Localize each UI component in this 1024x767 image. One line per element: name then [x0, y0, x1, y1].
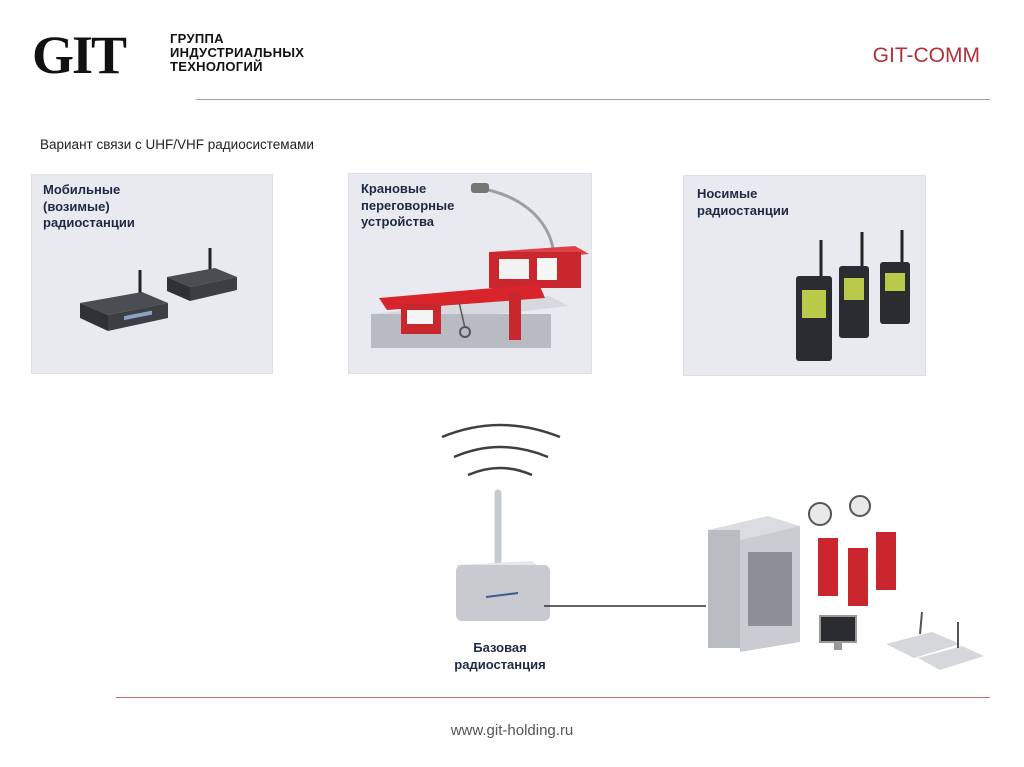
crane-label-line-1: Крановые [361, 181, 427, 196]
dispatch-equipment-illustration [708, 495, 984, 670]
server-rack-icon [708, 516, 800, 652]
logo-line-3: ТЕХНОЛОГИЙ [170, 59, 263, 74]
portable-radios-label: Носимые радиостанции [697, 186, 789, 219]
mobile-radio-icon [80, 270, 168, 331]
company-logo: GIT ГРУППА ИНДУСТРИАЛЬНЫХ ТЕХНОЛОГИЙ [32, 25, 304, 85]
header-divider [196, 99, 990, 100]
desk-microphone-icon [886, 611, 984, 670]
portable-radio-illustration [796, 230, 910, 361]
mobile-radios-panel: Мобильные (возимые) радиостанции [31, 174, 273, 374]
base-label-line-2: радиостанция [454, 657, 546, 672]
logo-mark: GIT [32, 25, 127, 85]
base-station-label: Базовая радиостанция [430, 639, 570, 673]
crane-intercom-label: Крановые переговорные устройства [361, 181, 454, 231]
connection-line [544, 605, 706, 607]
loudspeaker-icon [808, 495, 871, 526]
mobile-radio-icon [167, 248, 237, 301]
base-label-line-1: Базовая [473, 640, 527, 655]
portable-radios-panel: Носимые радиостанции [683, 175, 926, 376]
base-station-unit [456, 565, 550, 621]
mobile-label-line-3: радиостанции [43, 215, 135, 230]
monitor-icon [819, 615, 857, 650]
brand-title: GIT-COMM [872, 44, 980, 67]
red-panel-icon [818, 532, 896, 606]
walkie-talkie-icon [880, 230, 910, 324]
mobile-radios-label: Мобильные (возимые) радиостанции [43, 182, 135, 232]
crane-label-line-2: переговорные [361, 197, 455, 213]
crane-label-line-3: устройства [361, 214, 435, 229]
portable-label-line-2: радиостанции [697, 202, 789, 218]
logo-line-2: ИНДУСТРИАЛЬНЫХ [170, 45, 305, 60]
crane-intercom-panel: Крановые переговорные устройства [348, 173, 592, 374]
radio-waves-icon [441, 423, 561, 477]
mobile-label-line-1: Мобильные [43, 182, 121, 197]
base-station-illustration [441, 423, 561, 621]
slide-subtitle: Вариант связи с UHF/VHF радиосистемами [40, 137, 314, 152]
mobile-radio-illustration [80, 248, 237, 331]
portable-label-line-1: Носимые [697, 186, 758, 201]
mobile-label-line-2: (возимые) [43, 198, 110, 214]
footer-divider [116, 697, 990, 698]
logo-text: ГРУППА ИНДУСТРИАЛЬНЫХ ТЕХНОЛОГИЙ [170, 32, 304, 74]
walkie-talkie-icon [796, 240, 832, 361]
logo-line-1: ГРУППА [170, 31, 224, 46]
walkie-talkie-icon [839, 232, 869, 338]
crane-intercom-illustration [371, 183, 589, 348]
footer-url: www.git-holding.ru [450, 722, 574, 739]
